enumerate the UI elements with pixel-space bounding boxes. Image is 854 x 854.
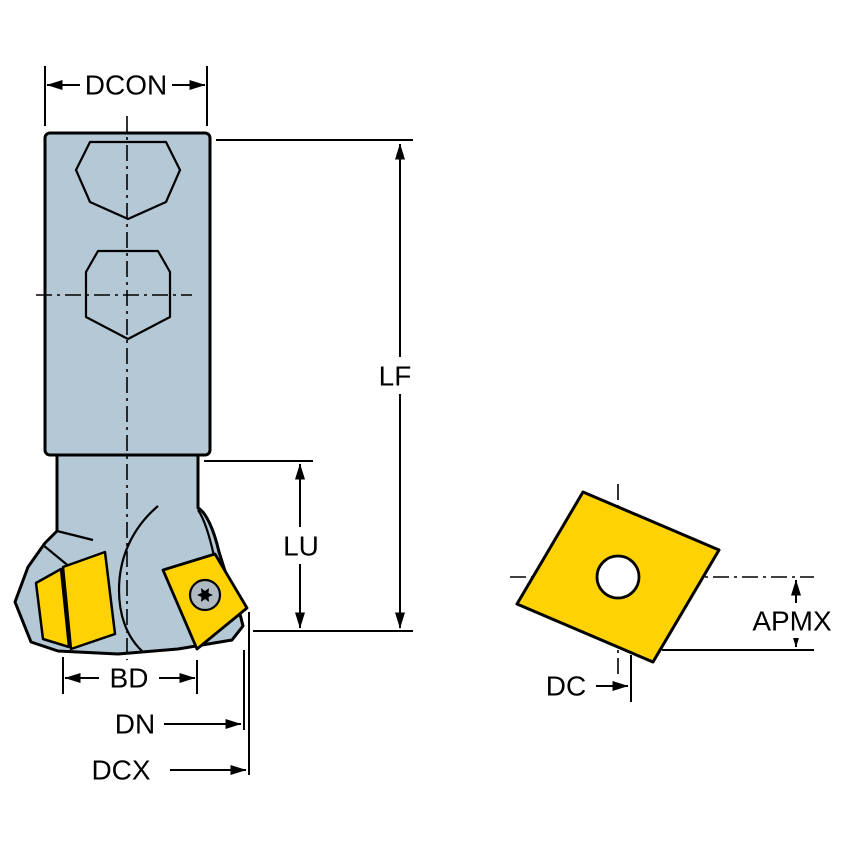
- dcon-label-bg: [80, 68, 172, 101]
- dimension-lu: LU: [204, 460, 326, 629]
- pocket-edge: [197, 509, 216, 557]
- dcon-label: DCON: [85, 70, 167, 101]
- insert-front-view: [510, 484, 814, 676]
- bd-label: BD: [110, 663, 149, 694]
- dimension-apmx: APMX: [662, 579, 853, 651]
- lf-label: LF: [379, 361, 412, 392]
- flute-curve: [117, 505, 159, 652]
- dimension-dn: DN: [115, 650, 245, 740]
- apmx-label: APMX: [752, 606, 832, 637]
- dn-label: DN: [115, 709, 155, 740]
- bd-label-bg: [99, 660, 159, 695]
- dimension-dcx: DCX: [91, 612, 250, 786]
- tool-side-view: [13, 116, 249, 664]
- torx-star-icon: [197, 588, 213, 602]
- middle-hex-socket: [84, 249, 172, 341]
- dimension-bd: BD: [62, 657, 198, 695]
- dc-label: DC: [546, 671, 586, 702]
- lf-label-bg: [372, 357, 418, 394]
- dimension-lf: LF: [216, 139, 418, 632]
- dcx-label: DCX: [91, 755, 150, 786]
- apmx-label-bg: [731, 603, 853, 638]
- dimension-dc: DC: [546, 655, 632, 702]
- dimension-dcon: DCON: [44, 66, 208, 126]
- lu-label-bg: [276, 527, 326, 564]
- left-insert-top-facet: [61, 550, 117, 651]
- insert-hole: [595, 554, 641, 600]
- left-insert-front-facet: [34, 567, 71, 649]
- top-hex-socket: [74, 140, 182, 221]
- shoulder-line: [56, 529, 94, 542]
- lu-label: LU: [283, 531, 319, 562]
- head-flute-lines: [42, 505, 216, 652]
